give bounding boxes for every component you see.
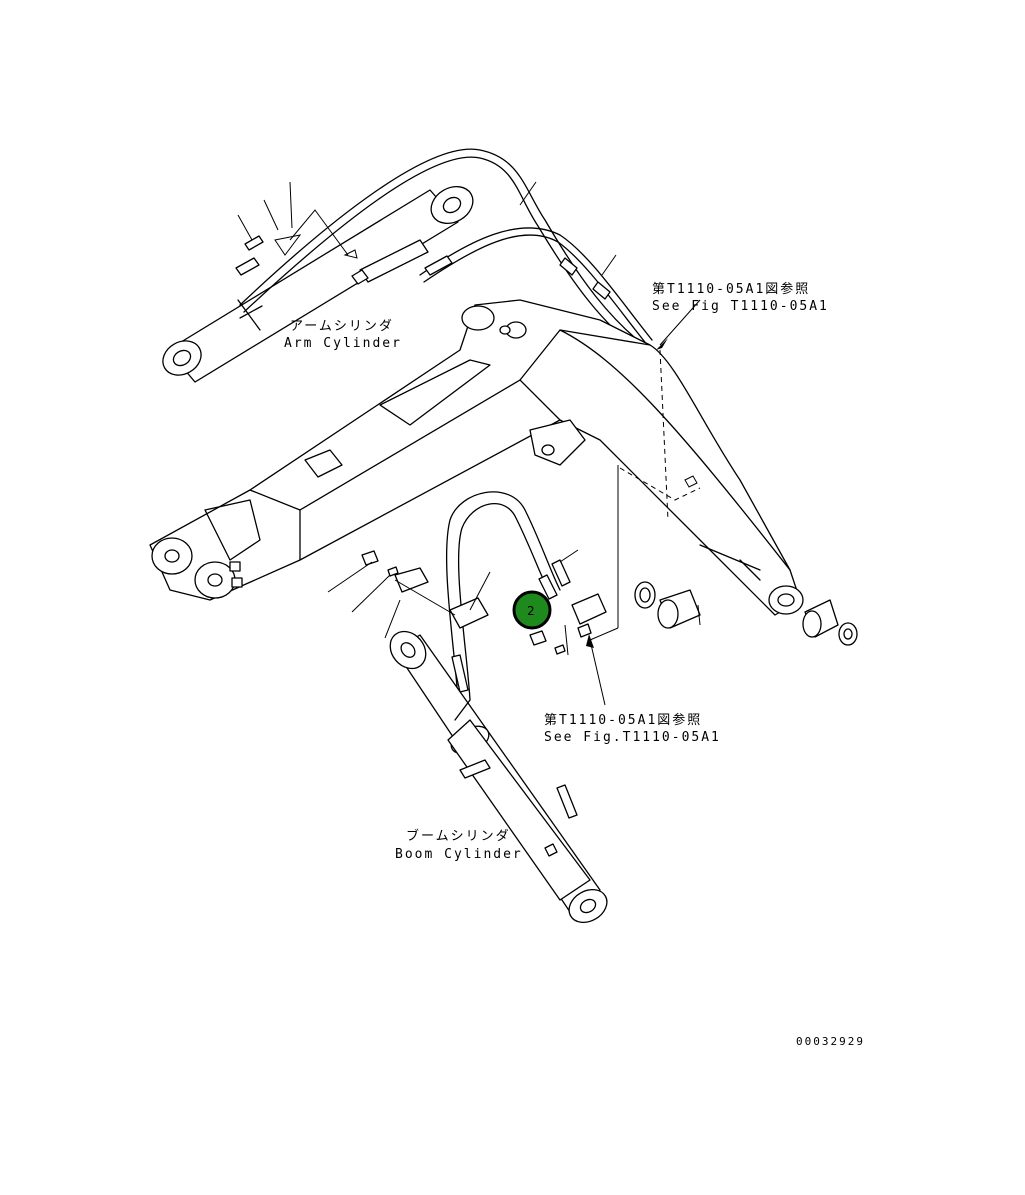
bushings xyxy=(617,465,858,646)
reference-note-mid-jp: 第T1110-05A1図参照 xyxy=(544,712,702,728)
clamps-bolts xyxy=(361,550,607,656)
labels: アームシリンダ Arm Cylinder 第T1110-05A1図参照 See … xyxy=(284,281,865,1048)
boom-cylinder-label-en: Boom Cylinder xyxy=(395,847,523,862)
boom-structure xyxy=(149,299,804,616)
arm-cylinder-label-en: Arm Cylinder xyxy=(284,336,402,351)
callout-circle[interactable] xyxy=(512,590,552,630)
arm-cylinder-label-jp: アームシリンダ xyxy=(290,319,394,334)
reference-arrows xyxy=(586,299,701,706)
reference-note-mid-en: See Fig.T1110-05A1 xyxy=(544,730,721,745)
drawing-number: 00032929 xyxy=(796,1035,865,1048)
arm-cylinder xyxy=(162,185,474,383)
part-callout-2[interactable]: 2 xyxy=(512,590,552,630)
leader-lines-arm xyxy=(237,181,617,276)
reference-note-top-jp: 第T1110-05A1図参照 xyxy=(652,281,810,297)
dashed-lines xyxy=(619,349,701,521)
boom-cylinder xyxy=(389,630,608,924)
boom-cylinder-label-jp: ブームシリンダ xyxy=(406,828,511,844)
arm-cylinder-hoses xyxy=(235,148,653,357)
callout-number[interactable]: 2 xyxy=(527,604,535,618)
boom-hose xyxy=(446,491,571,701)
leader-lines-mid xyxy=(327,549,619,641)
reference-note-top-en: See Fig T1110-05A1 xyxy=(652,299,829,314)
